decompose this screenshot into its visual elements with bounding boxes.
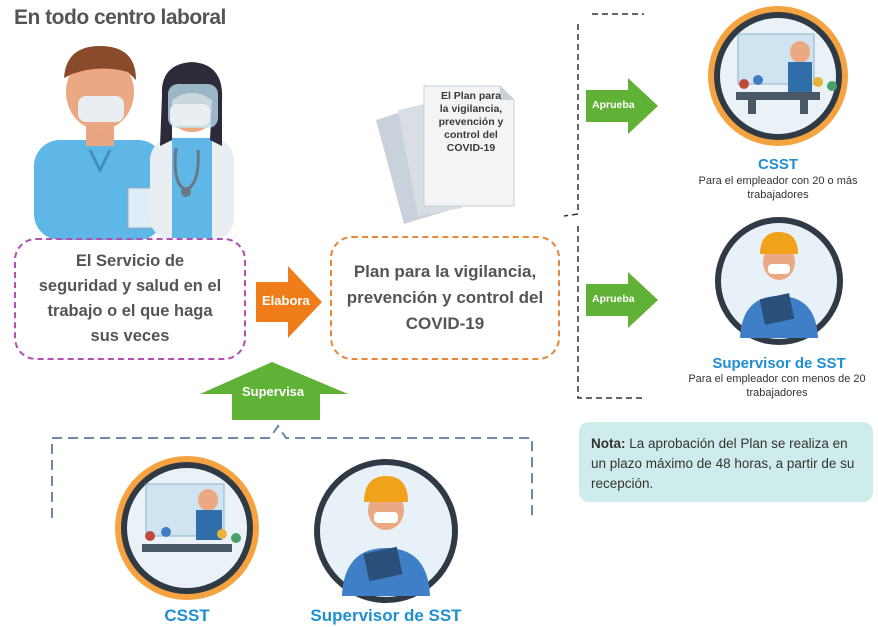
elabora-arrow <box>256 266 322 338</box>
servicio-sst-box: El Servicio de seguridad y salud en el t… <box>14 238 246 360</box>
supervision-bracket <box>51 424 533 518</box>
plan-line: prevención y control del <box>346 288 544 307</box>
plan-box: Plan para la vigilancia, prevención y co… <box>330 236 560 360</box>
aprueba-label-bottom: Aprueba <box>592 293 635 305</box>
aprueba-arrow-bottom <box>586 272 658 328</box>
sst-desc-line: trabajadores <box>746 387 808 399</box>
supervisa-arrow <box>200 362 348 420</box>
nota-label: Nota: <box>591 436 626 451</box>
csst-desc-line: Para el empleador con 20 o más <box>698 175 858 187</box>
aprueba-arrow-top <box>586 78 658 134</box>
csst-meeting-illustration-top <box>708 6 848 146</box>
servicio-line: El Servicio de <box>75 252 185 270</box>
health-workers-illustration <box>34 46 234 240</box>
sst-desc-line: Para el empleador con menos de 20 <box>688 373 866 385</box>
sst-supervisor-illustration-bottom <box>314 459 458 603</box>
aprueba-label-top: Aprueba <box>592 99 635 111</box>
servicio-line: seguridad y salud en el <box>38 277 222 295</box>
doc-line: control del <box>444 129 498 141</box>
servicio-line: sus veces <box>90 327 170 345</box>
nota-box: Nota: La aprobación del Plan se realiza … <box>579 422 873 502</box>
sst-title-right: Supervisor de SST <box>712 355 846 372</box>
doc-line: la vigilancia, <box>439 103 503 115</box>
supervisa-label: Supervisa <box>242 384 305 399</box>
doc-line: El Plan para <box>440 90 502 102</box>
csst-meeting-illustration-bottom <box>115 456 259 600</box>
csst-title-right: CSST <box>757 156 798 173</box>
sst-description: Para el empleador con menos de 20 trabaj… <box>676 372 878 400</box>
nota-text: La aprobación del Plan se realiza en un … <box>591 436 855 491</box>
plan-document-label: El Plan para la vigilancia, prevención y… <box>432 90 510 155</box>
csst-title-bottom: CSST <box>164 606 210 625</box>
sst-title-bottom: Supervisor de SST <box>310 606 462 625</box>
servicio-line: trabajo o el que haga <box>47 302 213 320</box>
elabora-label: Elabora <box>262 293 310 308</box>
approval-bracket <box>563 13 644 399</box>
csst-description: Para el empleador con 20 o más trabajado… <box>678 174 878 202</box>
doc-line: prevención y <box>438 116 504 128</box>
sst-supervisor-illustration-right <box>715 217 843 345</box>
doc-line: COVID-19 <box>446 142 496 154</box>
plan-line: Plan para la vigilancia, <box>353 262 537 281</box>
document-stack-illustration <box>376 85 515 224</box>
plan-line: COVID-19 <box>405 314 485 333</box>
page-title: En todo centro laboral <box>14 6 226 29</box>
csst-desc-line: trabajadores <box>747 189 809 201</box>
